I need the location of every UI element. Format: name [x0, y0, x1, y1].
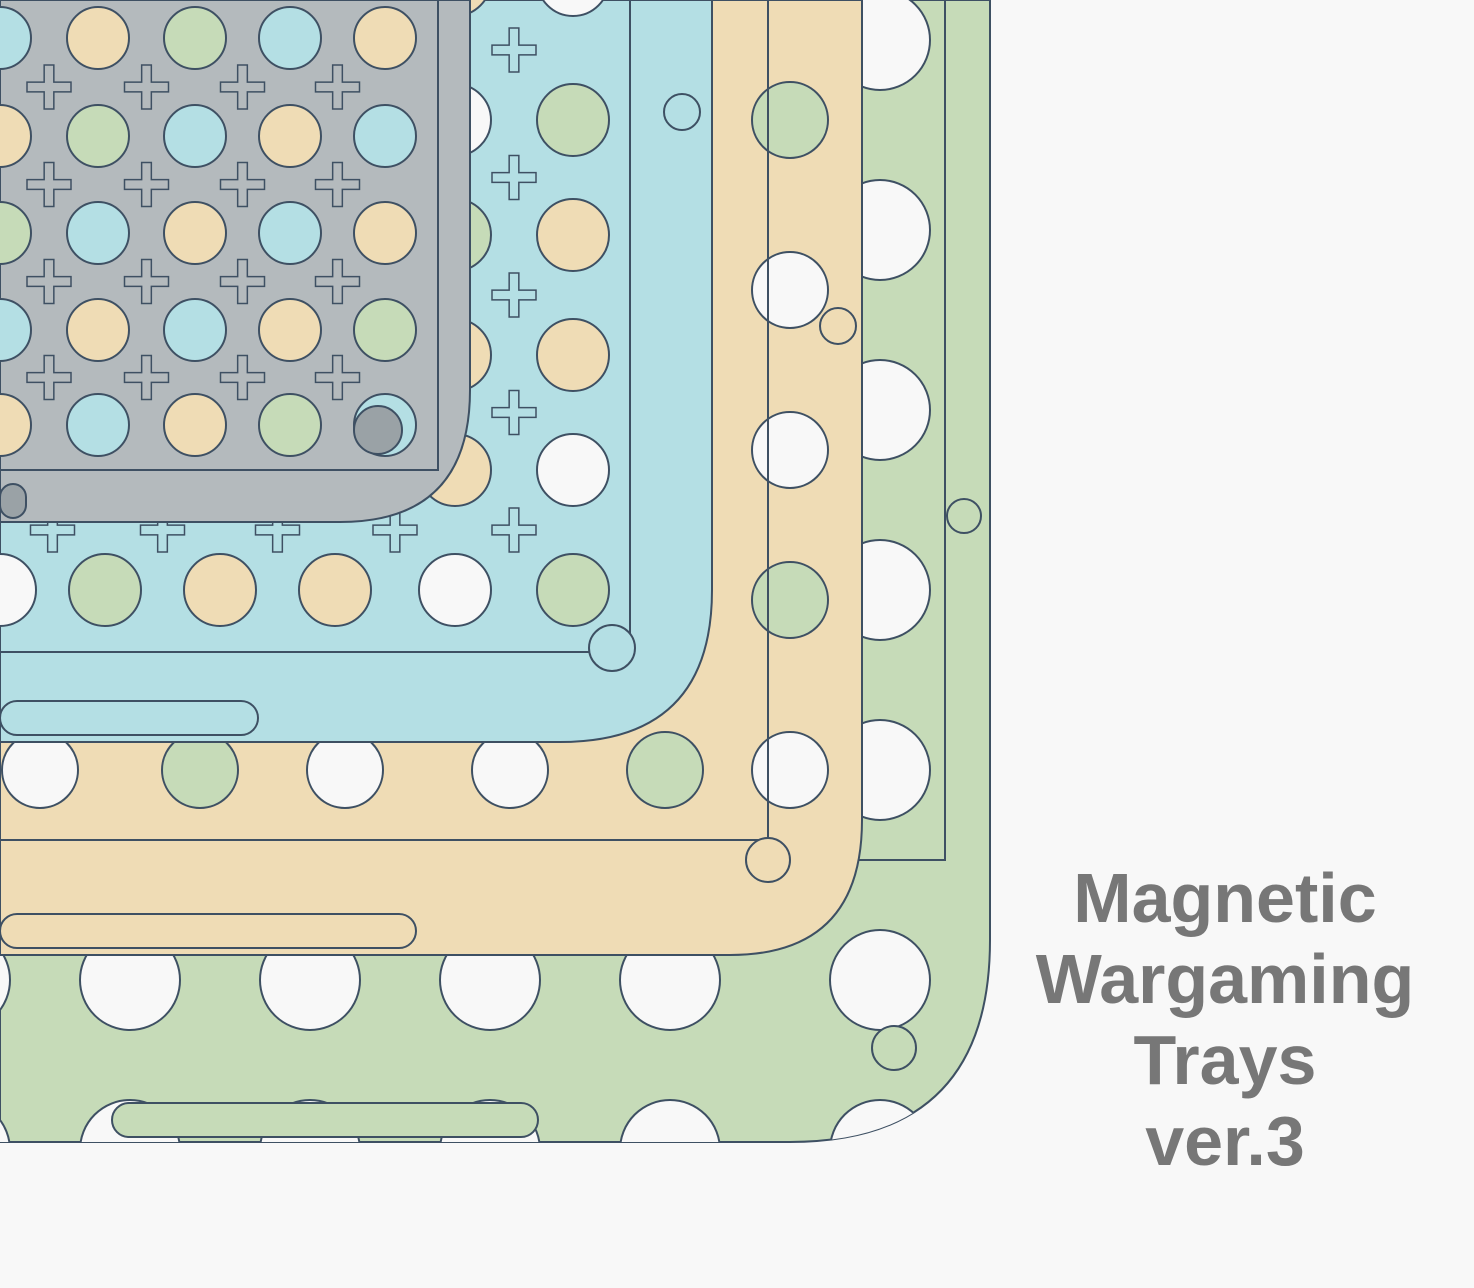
- green-tray-hole: [829, 1099, 931, 1142]
- blue-tray-hole: [536, 198, 610, 272]
- grey-tray-cross-divider: [123, 64, 170, 110]
- grey-tray: [0, 0, 471, 523]
- blue-tray-hole: [536, 83, 610, 157]
- grey-tray-hole: [0, 298, 32, 362]
- tan-tray-screw-hole: [819, 307, 857, 345]
- grey-tray-hole: [163, 201, 227, 265]
- grey-tray-hole: [353, 104, 417, 168]
- blue-tray-cross-divider: [139, 507, 186, 553]
- grey-tray-hole: [163, 298, 227, 362]
- grey-tray-hole: [163, 393, 227, 457]
- grey-tray-hole: [0, 104, 32, 168]
- grey-tray-cross-divider: [26, 64, 72, 110]
- blue-tray-cross-divider: [491, 272, 537, 318]
- grey-tray-cross-divider: [314, 161, 361, 208]
- caption-line-1: Magnetic: [1073, 859, 1377, 937]
- blue-tray-hole: [68, 553, 142, 627]
- blue-tray-hole: [536, 433, 610, 507]
- grey-tray-hole: [258, 6, 322, 70]
- green-tray-hole: [0, 929, 11, 1031]
- blue-tray-hole: [536, 0, 610, 17]
- grey-tray-cross-divider: [219, 64, 266, 110]
- blue-tray-hole: [536, 553, 610, 627]
- grey-tray-cross-divider: [123, 354, 170, 401]
- tan-tray-hole: [306, 731, 384, 809]
- grey-tray-cross-divider: [123, 258, 170, 305]
- grey-tray-cross-divider: [314, 258, 361, 305]
- tan-tray-screw-hole: [745, 837, 791, 883]
- grey-tray-cross-divider: [219, 258, 266, 305]
- grey-tray-hole: [66, 104, 130, 168]
- blue-tray-screw-hole: [588, 624, 636, 672]
- grey-tray-cross-divider: [314, 64, 361, 110]
- grey-tray-hole: [353, 201, 417, 265]
- tan-tray-hole: [751, 731, 829, 809]
- grey-tray-hole: [0, 393, 32, 457]
- green-tray-magnet-slot: [111, 1102, 539, 1138]
- blue-tray-hole: [298, 553, 372, 627]
- grey-tray-cross-divider: [123, 161, 170, 208]
- blue-tray-cross-divider: [491, 507, 537, 553]
- tan-tray-hole: [626, 731, 704, 809]
- green-tray-screw-hole: [946, 498, 982, 534]
- grey-tray-hole: [66, 298, 130, 362]
- green-tray-screw-hole: [871, 1025, 917, 1071]
- tan-tray-hole: [751, 561, 829, 639]
- grey-tray-hole: [66, 393, 130, 457]
- blue-tray-hole: [418, 553, 492, 627]
- grey-tray-cross-divider: [26, 354, 72, 401]
- blue-tray-cross-divider: [29, 507, 76, 553]
- green-tray-hole: [829, 929, 931, 1031]
- blue-tray-cross-divider: [254, 507, 301, 553]
- blue-tray-screw-hole: [663, 93, 701, 131]
- grey-tray-hole: [163, 6, 227, 70]
- tan-tray-hole: [751, 81, 829, 159]
- tan-tray-magnet-slot: [0, 913, 417, 949]
- blue-tray-cross-divider: [491, 27, 537, 73]
- grey-tray-cross-divider: [219, 354, 266, 401]
- caption-line-2: Wargaming: [1035, 940, 1415, 1018]
- caption-line-4: ver.3: [1145, 1102, 1305, 1180]
- blue-tray-cross-divider: [491, 389, 537, 436]
- blue-tray-hole: [0, 553, 37, 627]
- tan-tray-hole: [161, 731, 239, 809]
- grey-tray-hole: [258, 298, 322, 362]
- grey-tray-cross-divider: [26, 258, 72, 305]
- grey-tray-grid-wall: [0, 0, 439, 471]
- tan-tray-hole: [751, 411, 829, 489]
- blue-tray-hole: [183, 553, 257, 627]
- grey-tray-hole: [0, 201, 32, 265]
- grey-tray-hole: [258, 201, 322, 265]
- product-caption: Magnetic Wargaming Trays ver.3: [1010, 858, 1440, 1182]
- blue-tray-magnet-slot: [0, 700, 259, 736]
- grey-tray-magnet-slot: [0, 483, 27, 519]
- grey-tray-hole: [66, 6, 130, 70]
- blue-tray-cross-divider: [491, 154, 537, 201]
- blue-tray-hole: [536, 318, 610, 392]
- grey-tray-cross-divider: [219, 161, 266, 208]
- grey-tray-hole: [66, 201, 130, 265]
- caption-line-3: Trays: [1133, 1021, 1317, 1099]
- green-tray-hole: [619, 1099, 721, 1142]
- tan-tray-hole: [1, 731, 79, 809]
- grey-tray-cross-divider: [314, 354, 361, 401]
- grey-tray-screw-hole: [353, 405, 403, 455]
- grey-tray-hole: [163, 104, 227, 168]
- tan-tray-hole: [471, 731, 549, 809]
- grey-tray-hole: [258, 104, 322, 168]
- grey-tray-hole: [0, 6, 32, 70]
- grey-tray-hole: [353, 6, 417, 70]
- grey-tray-hole: [353, 298, 417, 362]
- grey-tray-cross-divider: [26, 161, 72, 208]
- blue-tray-cross-divider: [372, 507, 418, 553]
- grey-tray-hole: [258, 393, 322, 457]
- tan-tray-hole: [751, 251, 829, 329]
